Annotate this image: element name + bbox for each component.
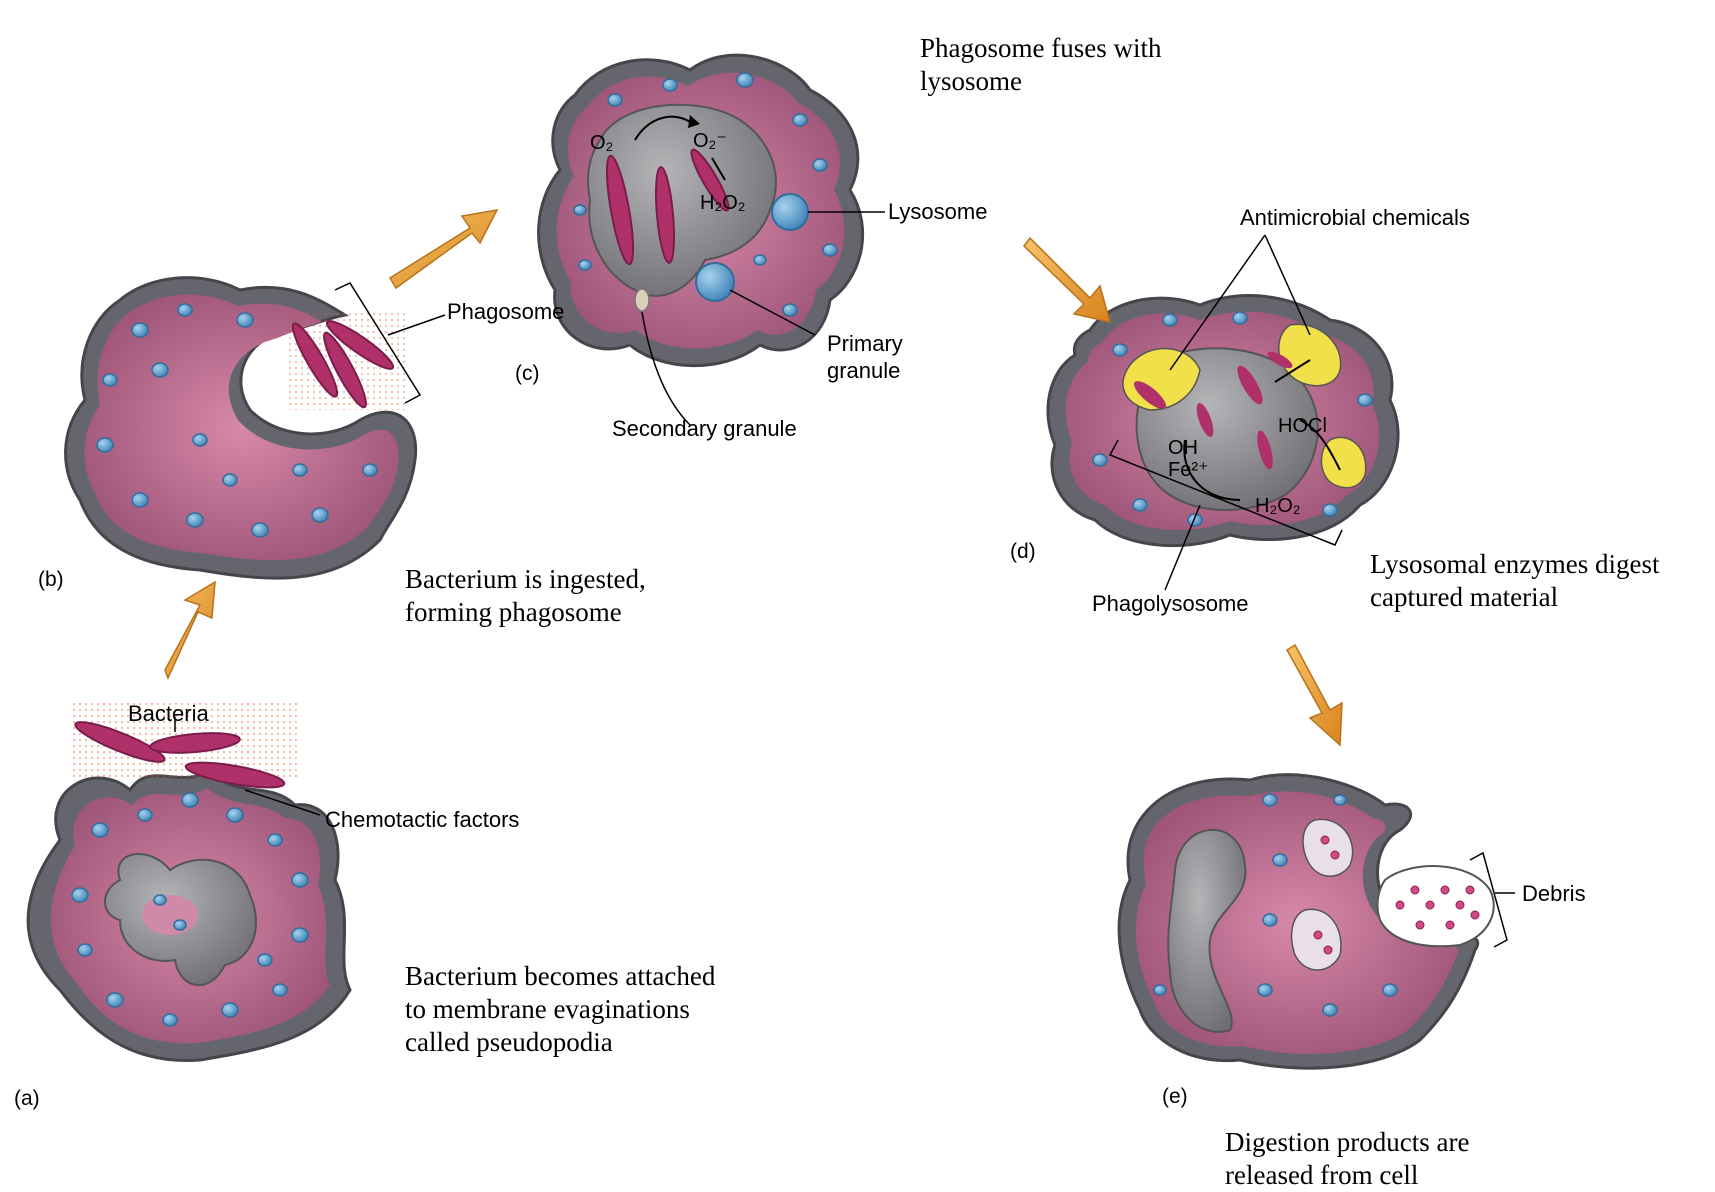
phagosome-bacteria	[285, 310, 405, 411]
secondary-granule	[635, 289, 649, 311]
label-antimicrobial-chemicals: Antimicrobial chemicals	[1240, 204, 1470, 231]
cell-a-nucleus-gap	[142, 895, 198, 935]
label-secondary-granule: Secondary granule	[612, 415, 797, 442]
chem-h2o2-d: H₂O₂	[1255, 495, 1301, 517]
lysosome-granule	[772, 194, 808, 230]
stage-letter-e: (e)	[1162, 1085, 1188, 1109]
caption-c: Phagosome fuses with lysosome	[920, 32, 1161, 98]
cell-a	[28, 770, 350, 1060]
label-chemotactic-factors: Chemotactic factors	[325, 806, 519, 833]
chem-h2o2-c: H₂O₂	[700, 192, 746, 214]
stage-letter-c: (c)	[515, 362, 540, 386]
arrow-b-to-c	[390, 210, 497, 288]
label-debris: Debris	[1522, 880, 1586, 907]
label-primary-granule: Primary granule	[827, 330, 903, 384]
arrow-c-to-d	[1024, 238, 1110, 322]
caption-a: Bacterium becomes attached to membrane e…	[405, 960, 715, 1059]
label-phagosome: Phagosome	[447, 298, 564, 325]
debris-opening	[1378, 866, 1494, 946]
caption-d: Lysosomal enzymes digest captured materi…	[1370, 548, 1659, 614]
stage-letter-a: (a)	[14, 1087, 40, 1111]
label-lysosome: Lysosome	[888, 198, 987, 225]
label-phagolysosome: Phagolysosome	[1092, 590, 1249, 617]
stage-letter-d: (d)	[1010, 540, 1036, 564]
primary-granule	[696, 263, 734, 301]
arrow-d-to-e	[1287, 645, 1342, 745]
chem-oh-fe: OH Fe²⁺	[1168, 437, 1209, 481]
caption-b: Bacterium is ingested, forming phagosome	[405, 563, 646, 629]
stage-letter-b: (b)	[38, 568, 64, 592]
chem-hocl: HOCl	[1278, 415, 1327, 437]
chem-o2-minus: O₂⁻	[693, 130, 727, 152]
cell-d	[1048, 296, 1398, 546]
cell-e	[1119, 775, 1494, 1068]
arrow-a-to-b	[165, 582, 215, 678]
caption-e: Digestion products are released from cel…	[1225, 1126, 1469, 1192]
label-bacteria: Bacteria	[128, 700, 209, 727]
chem-o2: O₂	[590, 132, 613, 154]
